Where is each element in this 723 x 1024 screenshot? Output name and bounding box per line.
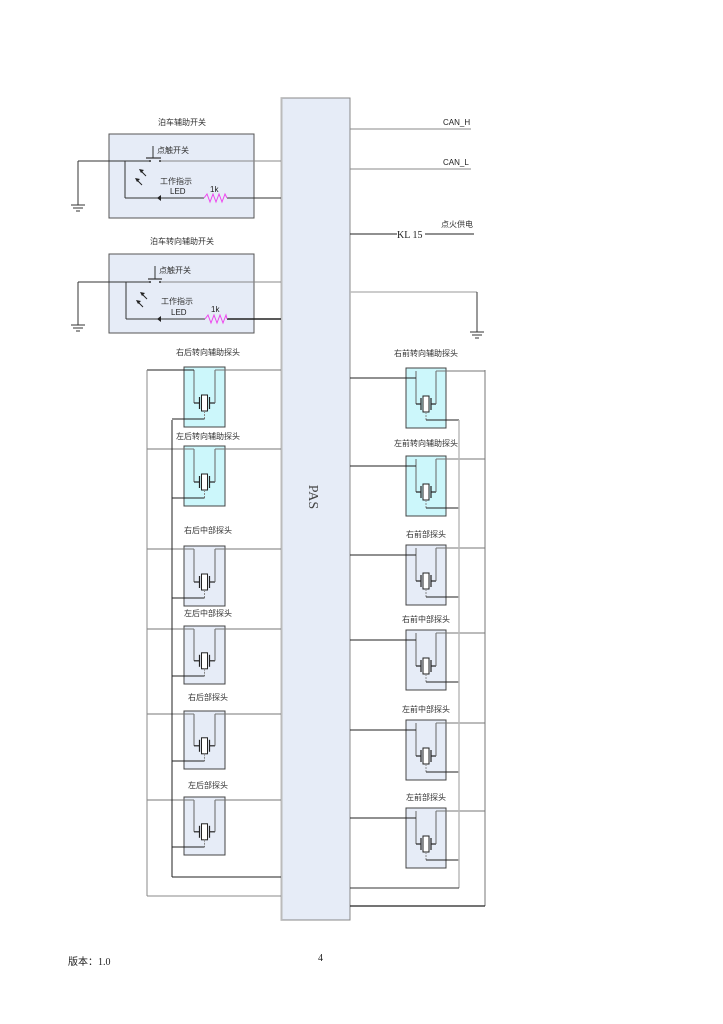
transducer-icon (201, 394, 208, 412)
transducer-icon (201, 823, 208, 841)
push-switch-label: 点触开关 (159, 265, 191, 275)
sensor-label: 左后部探头 (188, 780, 228, 790)
switch-title: 泊车转向辅助开关 (150, 236, 214, 246)
parking-turn-assist-switch: 泊车转向辅助开关 点触开关 工作指示 LED 1k (71, 236, 281, 334)
transducer-icon (201, 737, 208, 755)
kl15-label: KL 15 (397, 230, 422, 241)
sensor-label: 左后中部探头 (184, 608, 232, 618)
led-indicator-label: 工作指示 (161, 296, 193, 306)
ground-icon (71, 204, 85, 212)
transducer-icon (422, 657, 430, 675)
sensor-label: 左后转向辅助探头 (176, 431, 240, 441)
sensor-label: 右后部探头 (188, 692, 228, 702)
ground-line (350, 291, 484, 339)
sensor-probe: 右前转向辅助探头 (394, 348, 458, 429)
transducer-icon (422, 835, 430, 853)
sensor-probe: 左后中部探头 (183, 608, 232, 685)
transducer-icon (201, 473, 208, 491)
led-icon (157, 316, 161, 322)
sensor-label: 右前部探头 (406, 529, 446, 539)
pas-module-label: PAS (305, 485, 320, 509)
resistor-value: 1k (211, 305, 220, 314)
sensor-probe: 左前中部探头 (402, 704, 450, 781)
can-h-line: CAN_H (350, 118, 471, 130)
parking-assist-switch: 泊车辅助开关 点触开关 工作指示 LED 1k (71, 117, 281, 219)
ground-icon (71, 324, 85, 332)
sensor-label: 右前中部探头 (402, 614, 450, 624)
pas-module: PAS (280, 97, 351, 921)
push-switch-label: 点触开关 (157, 145, 189, 155)
transducer-icon (422, 572, 430, 590)
transducer-icon (422, 747, 430, 765)
sensor-label: 右前转向辅助探头 (394, 348, 458, 358)
sensor-probe: 右后部探头 (183, 692, 228, 770)
resistor-icon (203, 192, 228, 204)
sensor-probe: 左前部探头 (405, 792, 447, 869)
kl15-line: KL 15 点火供电 (350, 219, 474, 241)
resistor-value: 1k (210, 185, 219, 194)
transducer-icon (201, 652, 208, 670)
sensor-probe: 左前转向辅助探头 (394, 438, 458, 517)
kl15-desc: 点火供电 (441, 219, 473, 229)
sensor-probe: 左后部探头 (183, 780, 228, 856)
sensor-probe: 左后转向辅助探头 (176, 431, 240, 507)
sensor-label: 右后中部探头 (184, 525, 232, 535)
sensor-probe: 右后转向辅助探头 (176, 347, 240, 428)
can-l-line: CAN_L (350, 158, 471, 170)
transducer-icon (422, 483, 430, 501)
sensor-probe: 右前部探头 (405, 529, 447, 606)
page-number: 4 (318, 953, 323, 964)
transducer-icon (201, 573, 208, 591)
sensor-label: 左前中部探头 (402, 704, 450, 714)
can-h-label: CAN_H (443, 118, 470, 127)
sensor-label: 右后转向辅助探头 (176, 347, 240, 357)
led-text: LED (171, 308, 187, 317)
sensor-label: 左前部探头 (406, 792, 446, 802)
sensor-probe: 右前中部探头 (402, 614, 450, 691)
sensor-label: 左前转向辅助探头 (394, 438, 458, 448)
ground-icon (470, 331, 484, 339)
led-text: LED (170, 187, 186, 196)
sensor-probe: 右后中部探头 (183, 525, 232, 607)
version-label: 版本：1.0 (68, 957, 111, 968)
transducer-icon (422, 395, 430, 413)
resistor-icon (204, 313, 228, 325)
can-l-label: CAN_L (443, 158, 469, 167)
switch-title: 泊车辅助开关 (158, 117, 206, 127)
led-indicator-label: 工作指示 (160, 176, 192, 186)
led-icon (157, 195, 161, 201)
